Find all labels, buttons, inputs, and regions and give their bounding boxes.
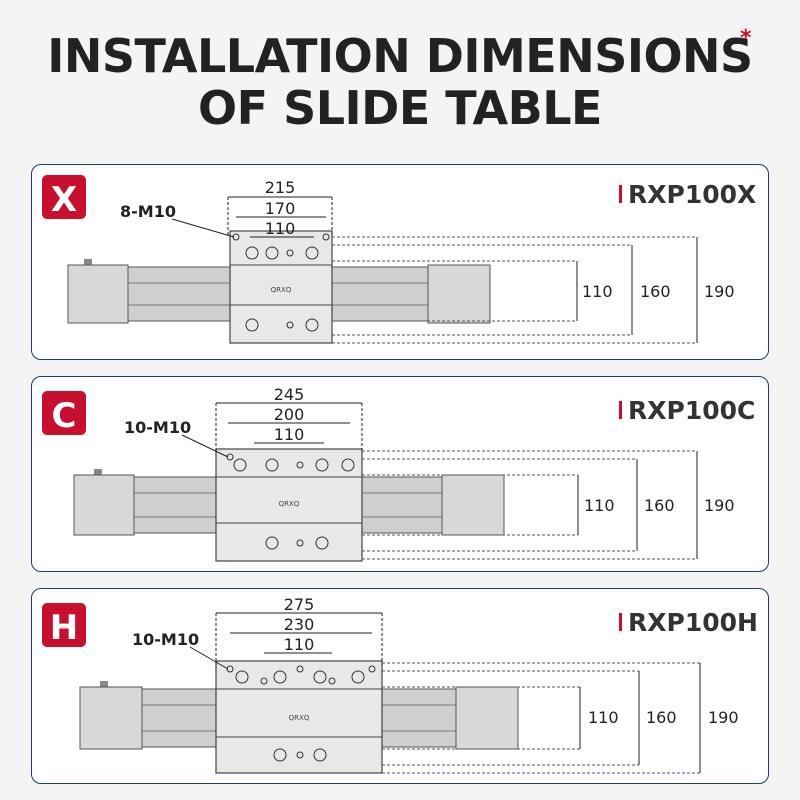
height-outer: 190 <box>708 708 739 727</box>
model-accent-bar <box>619 613 622 631</box>
width-mid: 200 <box>274 405 305 424</box>
holes-leader <box>181 434 229 458</box>
model-accent-bar <box>619 401 622 419</box>
rail <box>67 259 491 324</box>
height-dims <box>382 662 700 774</box>
brand-mark: QRXQ <box>271 286 292 294</box>
panel-x: X RXP100X <box>31 164 769 360</box>
carriage: QRXQ <box>215 660 383 774</box>
height-mid: 160 <box>640 282 671 301</box>
height-outer: 190 <box>704 282 735 301</box>
carriage: QRXQ <box>215 448 363 562</box>
height-inner: 110 <box>588 708 619 727</box>
rail <box>73 469 505 536</box>
width-dims <box>227 196 333 238</box>
diagram-c: C RXP100C QRXQ <box>42 385 755 562</box>
badge: C <box>42 391 86 436</box>
holes-label: 10-M10 <box>124 418 191 437</box>
model-label: RXP100C <box>628 396 755 425</box>
height-dims <box>362 450 697 560</box>
holes-leader <box>171 218 235 238</box>
width-inner: 110 <box>265 219 296 238</box>
asterisk-mark: * <box>740 26 752 51</box>
width-mid: 230 <box>284 615 315 634</box>
badge-letter: H <box>50 608 78 648</box>
width-outer: 275 <box>284 595 315 614</box>
brand-mark: QRXQ <box>289 714 310 722</box>
holes-leader <box>189 646 229 670</box>
badge: H <box>42 603 86 648</box>
width-outer: 215 <box>265 178 296 197</box>
badge-letter: X <box>51 180 77 220</box>
width-mid: 170 <box>265 199 296 218</box>
panel-h: H RXP100H <box>31 588 769 784</box>
badge: X <box>42 175 86 220</box>
width-inner: 110 <box>284 635 315 654</box>
model-label: RXP100H <box>628 608 758 637</box>
width-dims <box>215 612 383 665</box>
carriage: QRXQ <box>229 230 333 344</box>
height-dims <box>332 236 697 344</box>
panel-c: C RXP100C QRXQ <box>31 376 769 572</box>
model-label: RXP100X <box>628 180 756 209</box>
width-inner: 110 <box>274 425 305 444</box>
height-inner: 110 <box>584 496 615 515</box>
badge-letter: C <box>52 396 77 436</box>
diagram-x: X RXP100X <box>42 175 756 344</box>
diagram-h: H RXP100H <box>42 595 758 774</box>
holes-label: 8-M10 <box>120 202 176 221</box>
title-line-1: INSTALLATION DIMENSIONS <box>47 29 753 83</box>
model-accent-bar <box>619 185 622 203</box>
brand-mark: QRXQ <box>279 500 300 508</box>
height-outer: 190 <box>704 496 735 515</box>
badge-bg <box>42 175 86 219</box>
height-inner: 110 <box>582 282 613 301</box>
holes-label: 10-M10 <box>132 630 199 649</box>
title-line-2: OF SLIDE TABLE <box>198 81 602 135</box>
height-mid: 160 <box>644 496 675 515</box>
width-dims <box>215 402 363 453</box>
width-outer: 245 <box>274 385 305 404</box>
page-title: INSTALLATION DIMENSIONS OF SLIDE TABLE <box>0 30 800 134</box>
height-mid: 160 <box>646 708 677 727</box>
